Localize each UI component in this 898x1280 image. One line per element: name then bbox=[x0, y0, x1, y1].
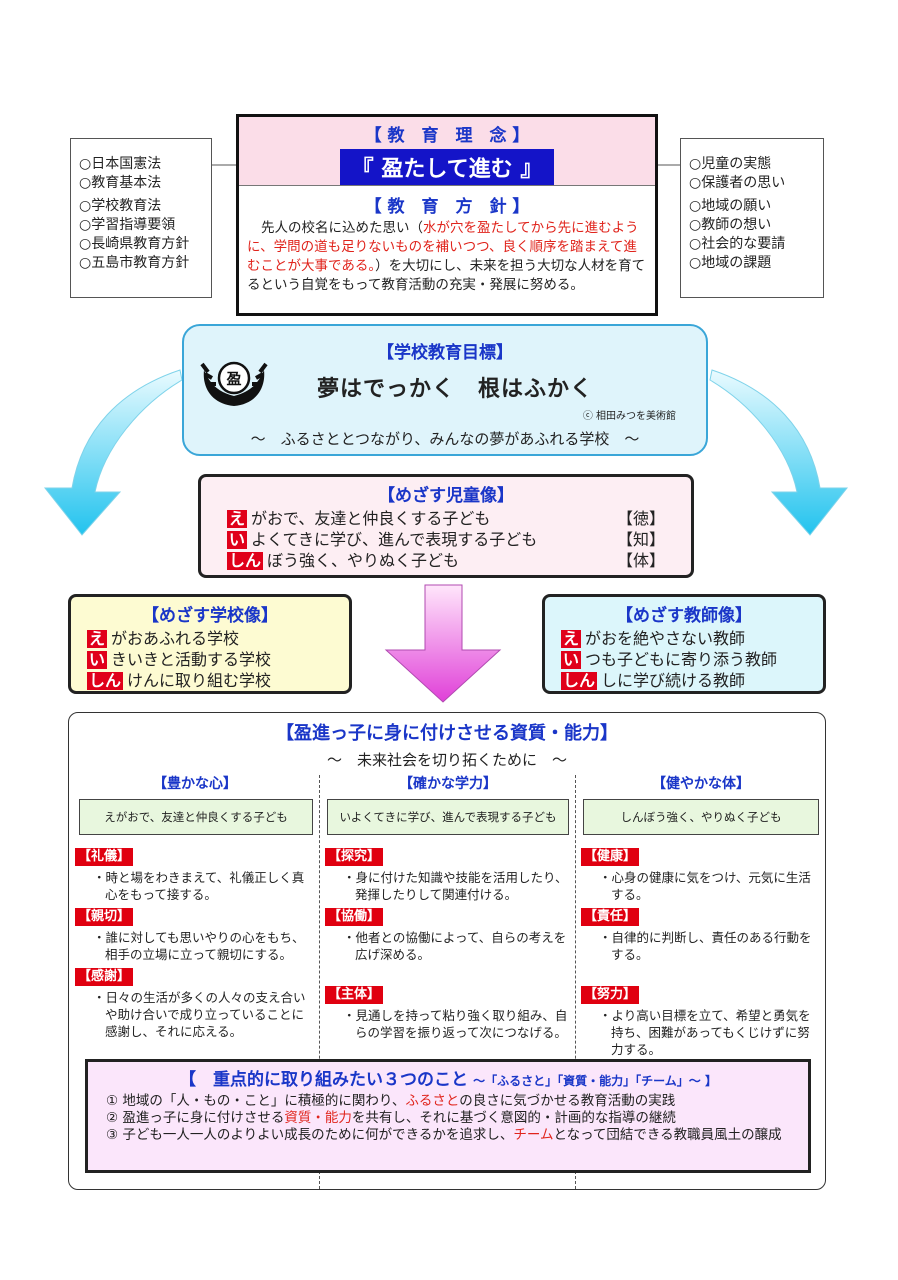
school-slogan: 夢はでっかく 根はふかく bbox=[316, 377, 593, 402]
policy-text: 先人の校名に込めた思い（水が穴を盈たしてから先に進むように、学問の道も足りないも… bbox=[239, 217, 655, 295]
policy-red-text: 水が穴を盈たしてから先に進むように、学問の道も足りないものを補いつつ、良く順序を… bbox=[247, 220, 639, 274]
context-item: ○社会的な要請 bbox=[689, 236, 786, 252]
child-image-heading: 【めざす児童像】 bbox=[378, 486, 514, 506]
context-item: ○保護者の思い bbox=[689, 175, 786, 191]
context-item: ○児童の実態 bbox=[689, 156, 772, 172]
competency-column-health: 【健やかな体】 しんぼう強く、やりぬく子ども 【健康】・心身の健康に気をつけ、元… bbox=[581, 773, 821, 1058]
legal-basis-item: ○長崎県教育方針 bbox=[79, 236, 190, 252]
school-motto: 『 盈たして進む 』 bbox=[339, 149, 555, 185]
teacher-image-heading: 【めざす教師像】 bbox=[616, 606, 752, 626]
teacher-image-item: いつも子どもに寄り添う教師 bbox=[561, 650, 778, 669]
column-divider bbox=[319, 775, 320, 1189]
teacher-image-item: しんしに学び続ける教師 bbox=[561, 671, 746, 690]
priority-item: ② 盈進っ子に身に付けさせる資質・能力を共有し、それに基づく意図的・計画的な指導… bbox=[106, 1110, 676, 1126]
legal-basis-item: ○教育基本法 bbox=[79, 175, 162, 191]
competency-item: 【責任】・自律的に判断し、責任のある行動をする。 bbox=[581, 905, 821, 963]
context-box: ○児童の実態 ○保護者の思い ○地域の願い ○教師の想い ○社会的な要請 ○地域… bbox=[680, 138, 824, 298]
policy-lead: 先人の校名に込めた思い（ bbox=[261, 220, 423, 236]
school-image-box: 【めざす学校像】 えがおあふれる学校 いきいきと活動する学校 しんけんに取り組む… bbox=[68, 594, 352, 694]
right-curve-arrow bbox=[709, 369, 849, 536]
policy-tail: ）を大切にし、未来を担う大切な人材を育てるという自覚をもって教育活動の充実・発展… bbox=[247, 258, 646, 293]
child-image-item: えがおで、友達と仲良くする子ども【徳】 bbox=[227, 509, 665, 528]
center-down-arrow bbox=[384, 584, 502, 703]
column-summary: しんぼう強く、やりぬく子ども bbox=[583, 799, 819, 835]
competencies-box: 【盈進っ子に身に付けさせる資質・能力】 ～ 未来社会を切り拓くために ～ 【豊か… bbox=[68, 712, 826, 1190]
slogan-credit: ⓒ 相田みつを美術館 bbox=[582, 411, 676, 422]
context-item: ○地域の願い bbox=[689, 198, 772, 214]
teacher-image-box: 【めざす教師像】 えがおを絶やさない教師 いつも子どもに寄り添う教師 しんしに学… bbox=[542, 594, 826, 694]
school-image-item: いきいきと活動する学校 bbox=[87, 650, 272, 669]
child-image-item: しんぼう強く、やりぬく子ども【体】 bbox=[227, 551, 665, 570]
column-summary: いよくてきに学び、進んで表現する子ども bbox=[327, 799, 569, 835]
school-image-item: しんけんに取り組む学校 bbox=[87, 671, 272, 690]
context-item: ○地域の課題 bbox=[689, 255, 772, 271]
school-emblem-icon: 盈 bbox=[198, 348, 270, 412]
legal-basis-item: ○学校教育法 bbox=[79, 198, 162, 214]
child-image-box: 【めざす児童像】 えがおで、友達と仲良くする子ども【徳】 いよくてきに学び、進ん… bbox=[198, 474, 694, 578]
column-title: 【健やかな体】 bbox=[652, 776, 750, 792]
school-image-item: えがおあふれる学校 bbox=[87, 629, 240, 648]
column-title: 【豊かな心】 bbox=[153, 776, 237, 792]
competency-item: 【努力】・より高い目標を立て、希望と勇気を持ち、困難があってもくじけずに努力する… bbox=[581, 983, 821, 1058]
teacher-image-item: えがおを絶やさない教師 bbox=[561, 629, 746, 648]
competencies-subtitle: ～ 未来社会を切り拓くために ～ bbox=[326, 751, 567, 769]
competency-item: 【礼儀】・時と場をわきまえて、礼儀正しく真心をもって接する。 bbox=[75, 845, 315, 903]
column-divider bbox=[575, 775, 576, 1189]
context-item: ○教師の想い bbox=[689, 217, 772, 233]
competency-column-learning: 【確かな学力】 いよくてきに学び、進んで表現する子ども 【探究】・身に付けた知識… bbox=[325, 773, 571, 1041]
legal-basis-item: ○学習指導要領 bbox=[79, 217, 176, 233]
school-goal-box: 【学校教育目標】 盈 夢はでっかく 根はふかく ⓒ 相田みつを美術館 ～ ふるさ… bbox=[182, 324, 708, 456]
column-title: 【確かな学力】 bbox=[399, 776, 497, 792]
competency-item: 【感謝】・日々の生活が多くの人々の支え合いや助け合いで成り立っていることに感謝し… bbox=[75, 965, 315, 1040]
competencies-heading: 【盈進っ子に身に付けさせる資質・能力】 bbox=[276, 723, 618, 744]
competency-item: 【親切】・誰に対しても思いやりの心をもち、相手の立場に立って親切にする。 bbox=[75, 905, 315, 963]
left-curve-arrow bbox=[43, 369, 183, 536]
school-goal-heading: 【学校教育目標】 bbox=[377, 343, 513, 363]
school-goal-subtitle: ～ ふるさととつながり、みんなの夢があふれる学校 ～ bbox=[250, 430, 640, 448]
legal-basis-item: ○日本国憲法 bbox=[79, 156, 162, 172]
competency-column-heart: 【豊かな心】 えがおで、友達と仲良くする子ども 【礼儀】・時と場をわきまえて、礼… bbox=[75, 773, 315, 1040]
competency-item: 【健康】・心身の健康に気をつけ、元気に生活する。 bbox=[581, 845, 821, 903]
competency-item: 【探究】・身に付けた知識や技能を活用したり、発揮したりして関連付ける。 bbox=[325, 845, 571, 903]
philosophy-header: 【 教 育 理 念 】 『 盈たして進む 』 bbox=[239, 117, 655, 186]
philosophy-box: 【 教 育 理 念 】 『 盈たして進む 』 【 教 育 方 針 】 先人の校名… bbox=[236, 114, 658, 316]
policy-heading: 【 教 育 方 針 】 bbox=[364, 197, 530, 217]
legal-basis-item: ○五島市教育方針 bbox=[79, 255, 190, 271]
school-image-heading: 【めざす学校像】 bbox=[142, 606, 278, 626]
child-image-item: いよくてきに学び、進んで表現する子ども【知】 bbox=[227, 530, 665, 549]
priorities-heading: 【 重点的に取り組みたい３つのこと ～「ふるさと」「資質・能力」「チーム」～ 】 bbox=[179, 1070, 717, 1090]
priorities-box: 【 重点的に取り組みたい３つのこと ～「ふるさと」「資質・能力」「チーム」～ 】… bbox=[85, 1059, 811, 1173]
legal-basis-box: ○日本国憲法 ○教育基本法 ○学校教育法 ○学習指導要領 ○長崎県教育方針 ○五… bbox=[70, 138, 212, 298]
competency-item: 【協働】・他者との協働によって、自らの考えを広げ深める。 bbox=[325, 905, 571, 963]
competency-item: 【主体】・見通しを持って粘り強く取り組み、自らの学習を振り返って次につなげる。 bbox=[325, 983, 571, 1041]
column-summary: えがおで、友達と仲良くする子ども bbox=[79, 799, 313, 835]
priority-item: ① 地域の「人・もの・こと」に積極的に関わり、ふるさとの良さに気づかせる教育活動… bbox=[106, 1093, 676, 1109]
priority-item: ③ 子ども一人一人のよりよい成長のために何ができるかを追求し、チームとなって団結… bbox=[106, 1127, 782, 1143]
svg-text:盈: 盈 bbox=[225, 370, 241, 388]
philosophy-heading: 【 教 育 理 念 】 bbox=[364, 126, 530, 146]
